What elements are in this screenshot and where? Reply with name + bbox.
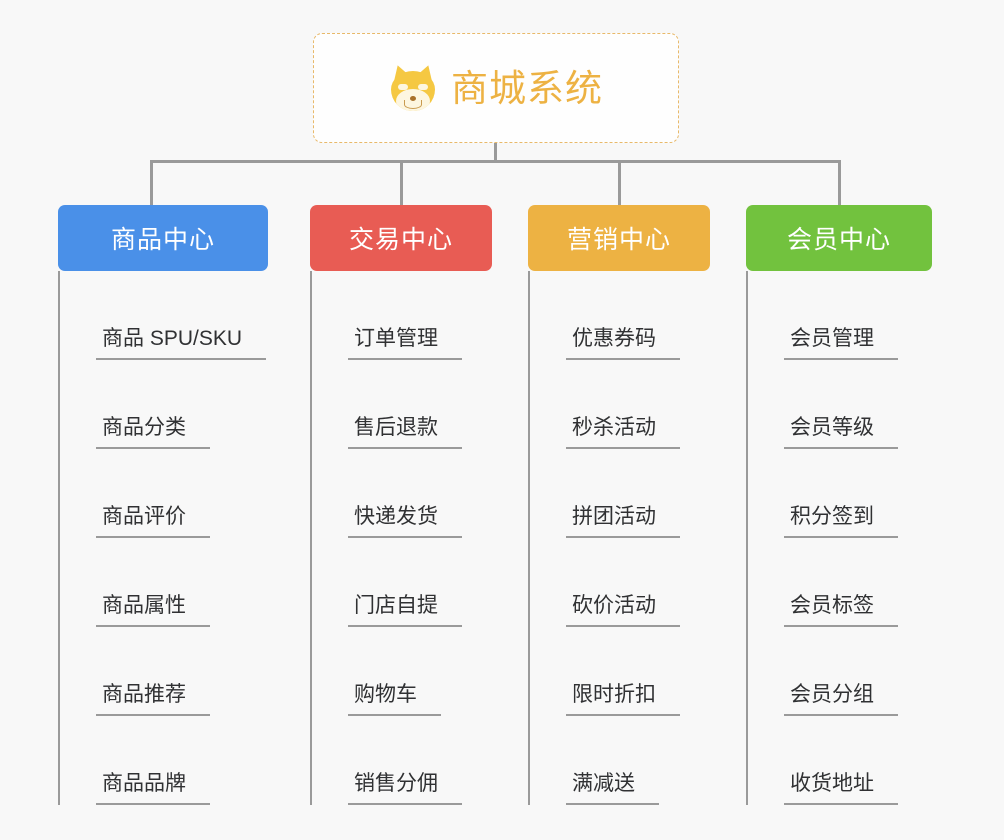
list-item[interactable]: 砍价活动 bbox=[528, 538, 710, 627]
list-item[interactable]: 门店自提 bbox=[310, 538, 492, 627]
connector-drop-3 bbox=[618, 160, 621, 206]
connector-root-stem bbox=[494, 143, 497, 162]
category-header-4[interactable]: 会员中心 bbox=[746, 205, 932, 271]
list-item[interactable]: 商品推荐 bbox=[58, 627, 268, 716]
item-label: 优惠券码 bbox=[566, 328, 680, 360]
category-header-1[interactable]: 商品中心 bbox=[58, 205, 268, 271]
item-label: 门店自提 bbox=[348, 595, 462, 627]
item-label: 购物车 bbox=[348, 684, 441, 716]
branch-会员中心: 会员中心 会员管理 会员等级 积分签到 会员标签 会员分组 收货地址 bbox=[746, 205, 932, 805]
list-item[interactable]: 商品属性 bbox=[58, 538, 268, 627]
item-label: 会员分组 bbox=[784, 684, 898, 716]
item-label: 满减送 bbox=[566, 773, 659, 805]
item-label: 会员管理 bbox=[784, 328, 898, 360]
item-label: 限时折扣 bbox=[566, 684, 680, 716]
item-label: 商品品牌 bbox=[96, 773, 210, 805]
item-label: 秒杀活动 bbox=[566, 417, 680, 449]
item-label: 销售分佣 bbox=[348, 773, 462, 805]
category-header-2[interactable]: 交易中心 bbox=[310, 205, 492, 271]
list-item[interactable]: 商品品牌 bbox=[58, 716, 268, 805]
list-item[interactable]: 收货地址 bbox=[746, 716, 932, 805]
item-label: 积分签到 bbox=[784, 506, 898, 538]
item-label: 商品属性 bbox=[96, 595, 210, 627]
list-item[interactable]: 秒杀活动 bbox=[528, 360, 710, 449]
connector-drop-1 bbox=[150, 160, 153, 206]
item-label: 快递发货 bbox=[348, 506, 462, 538]
item-list-1: 商品 SPU/SKU 商品分类 商品评价 商品属性 商品推荐 商品品牌 bbox=[58, 271, 268, 805]
list-item[interactable]: 商品 SPU/SKU bbox=[58, 271, 268, 360]
connector-horizontal-bus bbox=[150, 160, 840, 163]
branch-商品中心: 商品中心 商品 SPU/SKU 商品分类 商品评价 商品属性 商品推荐 商品品牌 bbox=[58, 205, 268, 805]
item-list-4: 会员管理 会员等级 积分签到 会员标签 会员分组 收货地址 bbox=[746, 271, 932, 805]
list-item[interactable]: 会员标签 bbox=[746, 538, 932, 627]
item-label: 会员标签 bbox=[784, 595, 898, 627]
root-node[interactable]: 商城系统 bbox=[313, 33, 679, 143]
list-item[interactable]: 满减送 bbox=[528, 716, 710, 805]
item-label: 商品推荐 bbox=[96, 684, 210, 716]
list-item[interactable]: 商品评价 bbox=[58, 449, 268, 538]
list-item[interactable]: 销售分佣 bbox=[310, 716, 492, 805]
list-item[interactable]: 购物车 bbox=[310, 627, 492, 716]
list-item[interactable]: 订单管理 bbox=[310, 271, 492, 360]
item-label: 会员等级 bbox=[784, 417, 898, 449]
list-item[interactable]: 优惠券码 bbox=[528, 271, 710, 360]
item-label: 商品 SPU/SKU bbox=[96, 328, 267, 360]
item-label: 售后退款 bbox=[348, 417, 462, 449]
list-item[interactable]: 快递发货 bbox=[310, 449, 492, 538]
list-item[interactable]: 商品分类 bbox=[58, 360, 268, 449]
list-item[interactable]: 售后退款 bbox=[310, 360, 492, 449]
list-item[interactable]: 会员分组 bbox=[746, 627, 932, 716]
list-item[interactable]: 限时折扣 bbox=[528, 627, 710, 716]
item-label: 收货地址 bbox=[784, 773, 898, 805]
root-title: 商城系统 bbox=[451, 67, 603, 109]
list-item[interactable]: 积分签到 bbox=[746, 449, 932, 538]
shiba-inu-icon bbox=[389, 62, 437, 112]
item-label: 拼团活动 bbox=[566, 506, 680, 538]
category-header-3[interactable]: 营销中心 bbox=[528, 205, 710, 271]
connector-drop-4 bbox=[838, 160, 841, 206]
list-item[interactable]: 拼团活动 bbox=[528, 449, 710, 538]
list-item[interactable]: 会员等级 bbox=[746, 360, 932, 449]
list-item[interactable]: 会员管理 bbox=[746, 271, 932, 360]
item-label: 砍价活动 bbox=[566, 595, 680, 627]
branch-交易中心: 交易中心 订单管理 售后退款 快递发货 门店自提 购物车 销售分佣 bbox=[310, 205, 492, 805]
item-list-3: 优惠券码 秒杀活动 拼团活动 砍价活动 限时折扣 满减送 bbox=[528, 271, 710, 805]
item-label: 订单管理 bbox=[348, 328, 462, 360]
item-label: 商品分类 bbox=[96, 417, 210, 449]
item-label: 商品评价 bbox=[96, 506, 210, 538]
branch-营销中心: 营销中心 优惠券码 秒杀活动 拼团活动 砍价活动 限时折扣 满减送 bbox=[528, 205, 710, 805]
connector-drop-2 bbox=[400, 160, 403, 206]
item-list-2: 订单管理 售后退款 快递发货 门店自提 购物车 销售分佣 bbox=[310, 271, 492, 805]
